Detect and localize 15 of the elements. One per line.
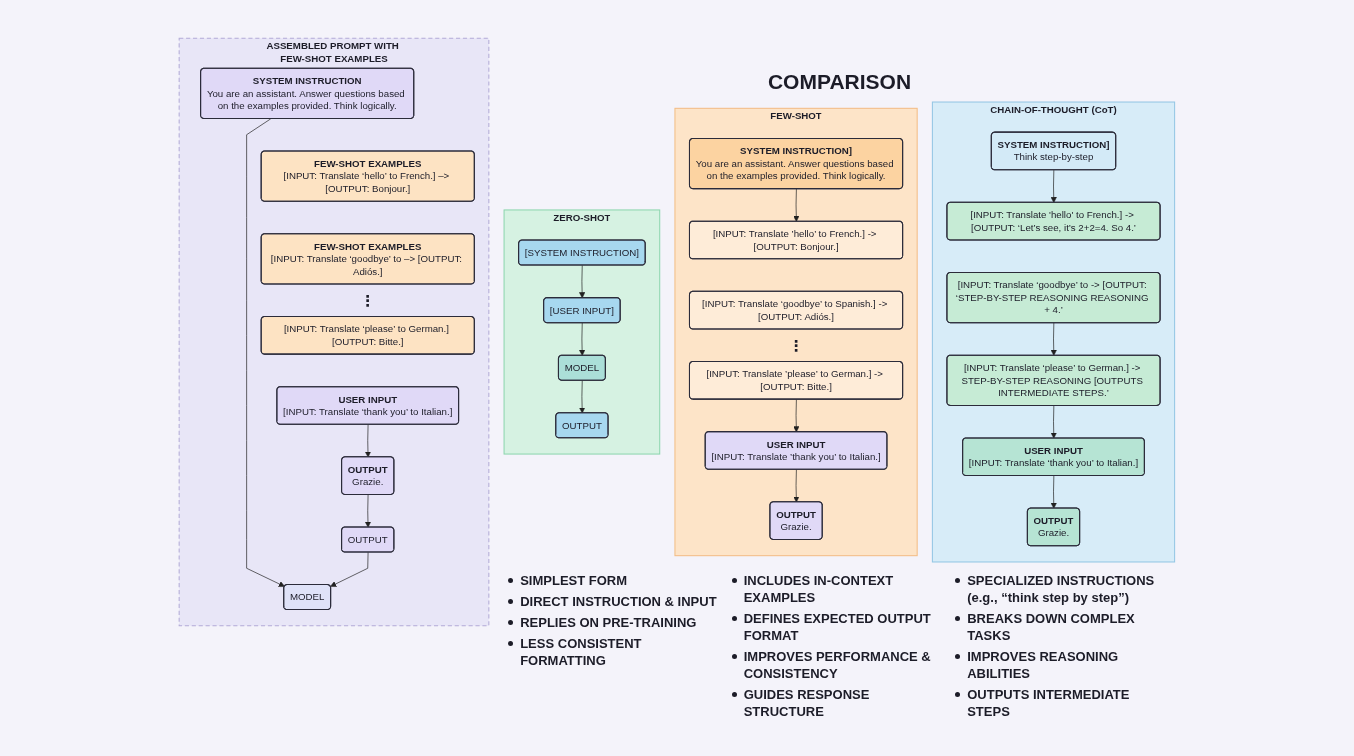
section-heading: COMPARISON <box>767 70 912 94</box>
bullet-point: REPLIES ON PRE-TRAINING <box>520 613 698 631</box>
bullet-point: SIMPLEST FORM <box>520 571 629 589</box>
bullet-point: DIRECT INSTRUCTION & INPUT <box>520 592 718 610</box>
bullet-point: DEFINES EXPECTED OUTPUT FORMAT <box>743 609 932 644</box>
bullet-point: IMPROVES PERFORMANCE & CONSISTENCY <box>743 647 932 682</box>
bullet-point: OUTPUTS INTERMEDIATE STEPS <box>967 685 1131 720</box>
bullet-point: INCLUDES IN-CONTEXT EXAMPLES <box>743 571 895 606</box>
bullet-point: GUIDES RESPONSE STRUCTURE <box>743 685 871 720</box>
bullet-point: IMPROVES REASONING ABILITIES <box>967 647 1120 682</box>
bullet-point: SPECIALIZED INSTRUCTIONS (e.g., “think step by step”) <box>967 571 1156 606</box>
vertical-ellipsis: ⋮ <box>788 337 804 353</box>
bullet-point: BREAKS DOWN COMPLEX TASKS <box>967 609 1136 644</box>
vertical-ellipsis: ⋮ <box>360 292 376 308</box>
bullet-point: LESS CONSISTENT FORMATTING <box>520 634 643 669</box>
